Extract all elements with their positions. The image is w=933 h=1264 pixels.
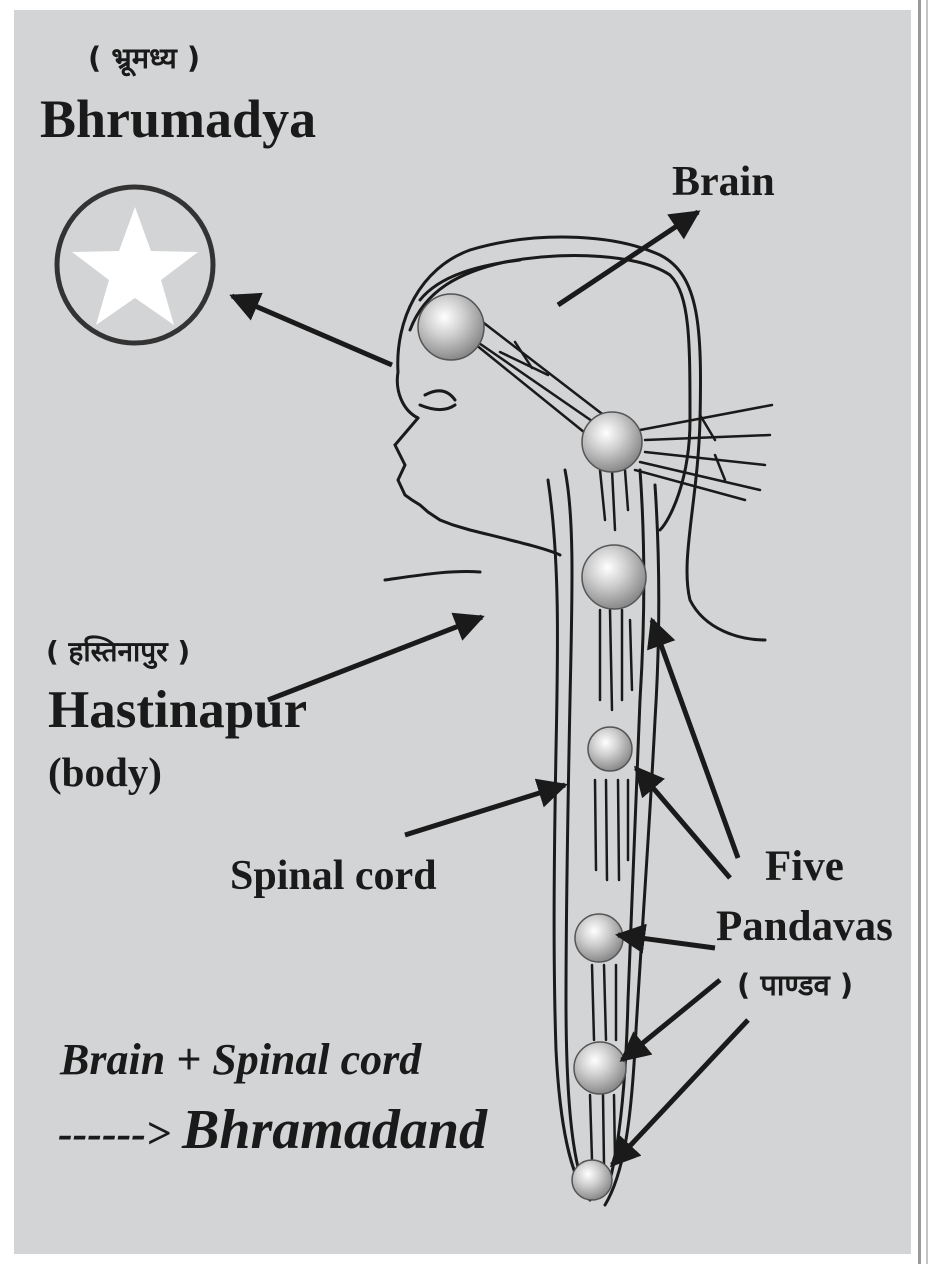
sphere-icon [572,1160,612,1200]
hastinapur-label: Hastinapur [48,680,307,740]
sphere-icon [418,294,484,360]
sphere-icon [582,545,646,609]
bhrumadya-label: Bhrumadya [40,88,316,150]
formula-arrow: ------> [58,1109,171,1158]
brain-label: Brain [672,158,775,206]
chakra-spheres [418,294,646,1200]
arrow-pandava-1 [652,620,738,858]
spinal-cord-label: Spinal cord [230,852,437,900]
arrow-bhrumadya [232,296,392,365]
sphere-icon [575,914,623,962]
arrow-brain [558,212,698,305]
sphere-icon [588,727,632,771]
formula-bhramadand: Bhramadand [182,1099,487,1161]
star-in-circle-icon [57,187,213,343]
pandavas-label: Pandavas [716,902,893,951]
formula-line-1: Brain + Spinal cord [60,1034,421,1085]
arrow-spinal-cord [405,785,565,835]
sphere-icon [582,412,642,472]
body-label: (body) [48,748,162,796]
five-label: Five [765,842,844,891]
hastinapur-hindi-label: ( हस्तिनापुर ) [46,632,190,670]
arrow-pandava-3 [618,935,715,948]
bhrumadya-hindi-label: ( भ्रूमध्य ) [88,38,200,77]
formula-line-2: ------> Bhramadand [58,1098,487,1162]
pandavas-hindi-label: ( पाण्डव ) [737,965,853,1004]
sphere-icon [574,1042,626,1094]
